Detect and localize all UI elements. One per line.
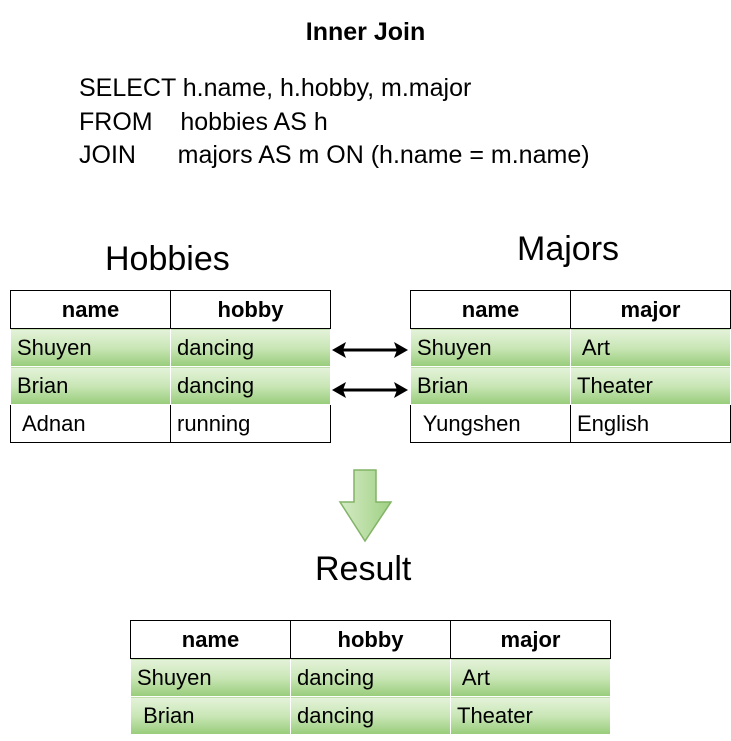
majors-cell-major: Art [570,328,731,367]
table-row: Shuyen dancing Art [130,658,611,697]
hobbies-cell-hobby: running [170,404,331,443]
hobbies-cell-name: Brian [10,366,171,405]
table-row: Shuyen dancing [10,328,331,367]
hobbies-cell-hobby: dancing [170,366,331,405]
diagram-title: Inner Join [305,18,426,46]
majors-header-row: name major [410,290,731,329]
result-col-hobby: hobby [290,620,451,659]
hobbies-cell-name: Adnan [10,404,171,443]
sql-from-line: FROM hobbies AS h [79,108,328,136]
result-header-row: name hobby major [130,620,611,659]
majors-cell-major: English [570,404,731,443]
table-row: Yungshen English [410,404,731,443]
result-cell-hobby: dancing [290,658,451,697]
table-row: Brian dancing [10,366,331,405]
hobbies-header-row: name hobby [10,290,331,329]
result-heading: Result [315,550,412,588]
hobbies-col-name: name [10,290,171,329]
hobbies-cell-name: Shuyen [10,328,171,367]
result-col-name: name [130,620,291,659]
table-row: Shuyen Art [410,328,731,367]
result-cell-hobby: dancing [290,696,451,735]
result-cell-name: Shuyen [130,658,291,697]
majors-heading: Majors [517,230,620,268]
down-arrow-icon [338,469,393,543]
majors-cell-name: Brian [410,366,571,405]
majors-cell-name: Shuyen [410,328,571,367]
sql-select-line: SELECT h.name, h.hobby, m.major [79,74,472,102]
double-arrow-icon [332,382,408,398]
majors-table: name major Shuyen Art Brian Theater Yung… [410,290,731,443]
table-row: Brian dancing Theater [130,696,611,735]
result-cell-name: Brian [130,696,291,735]
hobbies-heading: Hobbies [105,240,230,278]
result-table: name hobby major Shuyen dancing Art Bria… [130,620,611,735]
hobbies-cell-hobby: dancing [170,328,331,367]
double-arrow-icon [332,342,408,358]
majors-cell-major: Theater [570,366,731,405]
result-cell-major: Art [450,658,611,697]
table-row: Adnan running [10,404,331,443]
result-col-major: major [450,620,611,659]
hobbies-table: name hobby Shuyen dancing Brian dancing … [10,290,331,443]
majors-cell-name: Yungshen [410,404,571,443]
result-cell-major: Theater [450,696,611,735]
hobbies-col-hobby: hobby [170,290,331,329]
sql-join-line: JOIN majors AS m ON (h.name = m.name) [79,141,590,169]
majors-col-name: name [410,290,571,329]
table-row: Brian Theater [410,366,731,405]
majors-col-major: major [570,290,731,329]
